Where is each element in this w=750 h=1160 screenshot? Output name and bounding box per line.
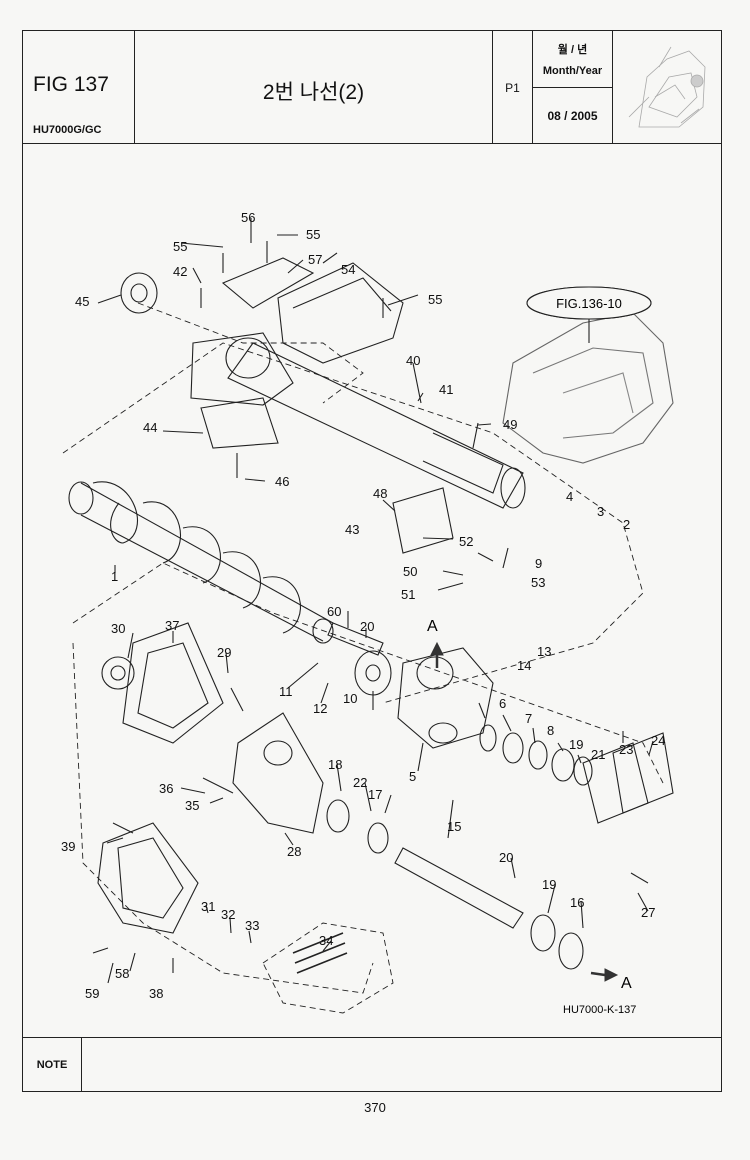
- title-cell: 2번 나선(2): [135, 31, 493, 143]
- callout: 33: [245, 918, 259, 933]
- callout: 39: [61, 839, 75, 854]
- stamp-cell: [613, 31, 721, 143]
- callout: 21: [591, 747, 605, 762]
- callout: 16: [570, 895, 584, 910]
- callout: 55: [173, 239, 187, 254]
- sheet-title: 2번 나선(2): [262, 81, 365, 104]
- callout: 20: [499, 850, 513, 865]
- callout: 23: [619, 742, 633, 757]
- reference-label: FIG.136-10: [556, 296, 622, 311]
- callout: 37: [165, 618, 179, 633]
- note-row: NOTE: [23, 1037, 721, 1092]
- callout: 55: [306, 227, 320, 242]
- callout: 35: [185, 798, 199, 813]
- callout: 48: [373, 486, 387, 501]
- approval-stamp-sketch: [628, 46, 706, 128]
- callout: 4: [566, 489, 573, 504]
- callout: 42: [173, 264, 187, 279]
- page-code: P1: [505, 81, 520, 95]
- callout: 28: [287, 844, 301, 859]
- callout: 9: [535, 556, 542, 571]
- direction-marker-top: A: [427, 618, 438, 635]
- month-year-cell: 월 / 년 Month/Year 08 / 2005: [533, 31, 613, 143]
- exploded-parts-diagram: FIG.136-10 A A 1 2 3 4 5 6 7 8 9 10 11 1…: [61, 210, 674, 1016]
- callout: 32: [221, 907, 235, 922]
- callout: 55: [428, 292, 442, 307]
- callout: 41: [439, 382, 453, 397]
- title-block: FIG 137 HU7000G/GC 2번 나선(2) P1 월 / 년 Mon…: [23, 31, 721, 144]
- note-label: NOTE: [23, 1038, 82, 1092]
- month-year-label-cell: 월 / 년 Month/Year: [533, 31, 612, 88]
- callout: 24: [651, 733, 665, 748]
- callout: 56: [241, 210, 255, 225]
- callout: 13: [537, 644, 551, 659]
- callout: 49: [503, 417, 517, 432]
- callout: 43: [345, 522, 359, 537]
- callout: 6: [499, 696, 506, 711]
- callout: 1: [111, 569, 118, 584]
- callout: 54: [341, 262, 355, 277]
- callout: 40: [406, 353, 420, 368]
- callout: 51: [401, 587, 415, 602]
- callout: 34: [319, 933, 333, 948]
- direction-marker-bottom: A: [621, 975, 632, 992]
- callout: 58: [115, 966, 129, 981]
- month-year-label: Month/Year: [542, 65, 603, 77]
- callout: 22: [353, 775, 367, 790]
- callout: 57: [308, 252, 322, 267]
- callout: 20: [360, 619, 374, 634]
- callout: 59: [85, 986, 99, 1001]
- callout: 46: [275, 474, 289, 489]
- callout: 29: [217, 645, 231, 660]
- callout: 50: [403, 564, 417, 579]
- callout: 11: [279, 684, 293, 699]
- callout: 3: [597, 504, 604, 519]
- page-number: 370: [364, 1100, 386, 1115]
- callout: 27: [641, 905, 655, 920]
- callout: 19: [542, 877, 556, 892]
- callout: 14: [517, 658, 531, 673]
- fig-cell: FIG 137 HU7000G/GC: [23, 31, 135, 143]
- month-year-korean: 월 / 년: [557, 44, 588, 56]
- callout: 2: [623, 517, 630, 532]
- callout: 8: [547, 723, 554, 738]
- callout: 7: [525, 711, 532, 726]
- parts-sheet-frame: FIG 137 HU7000G/GC 2번 나선(2) P1 월 / 년 Mon…: [22, 30, 722, 1092]
- callout: 18: [328, 757, 342, 772]
- callout: 60: [327, 604, 341, 619]
- callout: 36: [159, 781, 173, 796]
- drawing-code: HU7000-K-137: [563, 1004, 636, 1016]
- callout: 12: [313, 701, 327, 716]
- figure-number: FIG 137: [33, 73, 109, 96]
- callout: 30: [111, 621, 125, 636]
- callout: 38: [149, 986, 163, 1001]
- callout: 10: [343, 691, 357, 706]
- callout: 15: [447, 819, 461, 834]
- callout: 52: [459, 534, 473, 549]
- page-code-cell: P1: [493, 31, 533, 143]
- callout: 17: [368, 787, 382, 802]
- model-code: HU7000G/GC: [33, 124, 102, 136]
- callout: 5: [409, 769, 416, 784]
- callout: 19: [569, 737, 583, 752]
- callout-group: 1 2 3 4 5 6 7 8 9 10 11 12 13 14 15 16 1…: [61, 210, 665, 1001]
- callout: 53: [531, 575, 545, 590]
- callout: 44: [143, 420, 157, 435]
- callout: 31: [201, 899, 215, 914]
- revision-date: 08 / 2005: [547, 109, 598, 123]
- callout: 45: [75, 294, 89, 309]
